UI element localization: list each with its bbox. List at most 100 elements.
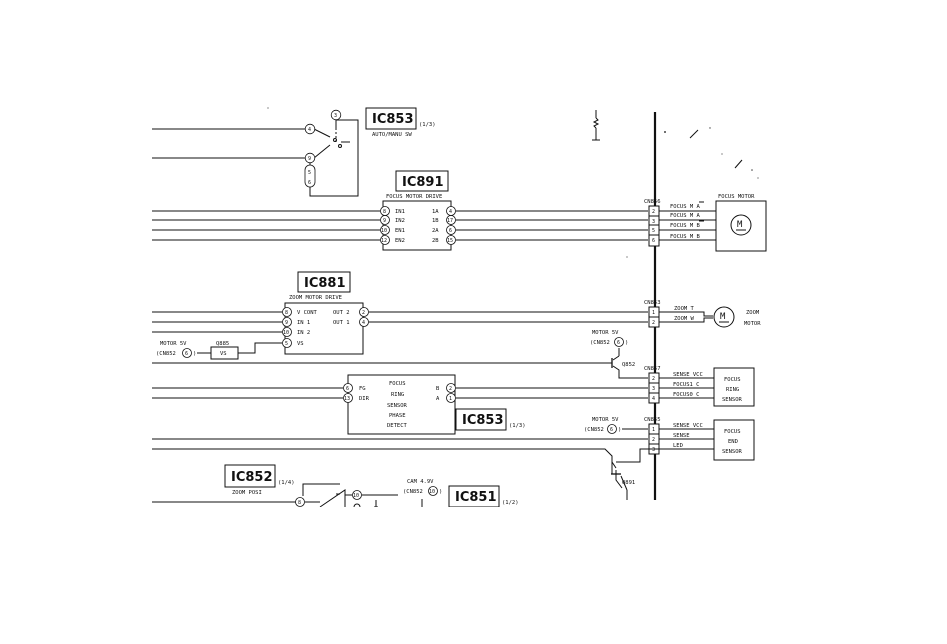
ic891-block: IC891 FOCUS MOTOR DRIVE 8 9 10 12 IN1 IN…: [152, 170, 648, 251]
ic851-unit: (1/2): [502, 500, 519, 506]
ic852-pin: 10: [353, 493, 359, 499]
ic891-out-label: 2A: [432, 228, 439, 234]
cn857-connector: CN857 2 3 4 SENSE VCC FOCUS1 C FOCUS0 C: [644, 366, 714, 404]
cn855-pin: 1: [652, 427, 655, 433]
phase-label: SENSOR: [387, 403, 408, 409]
cam-pin: 10: [429, 489, 435, 495]
ic852-title: IC852: [231, 470, 273, 485]
ic881-block: IC881 ZOOM MOTOR DRIVE 8 9 10 5 V CONT I…: [152, 271, 648, 355]
phase-detect-block: 6 13 FG DIR FOCUS RING SENSOR PHASE DETE…: [152, 374, 648, 435]
focus-ring-sensor-label: RING: [726, 387, 739, 393]
cam-conn: (CN852: [403, 489, 423, 495]
motor5v-c-close: ): [618, 427, 621, 433]
phase-left-label: FG: [359, 386, 366, 392]
ic853-top-block: IC853 (1/3) AUTO/MANU SW 3 4 9 5 6: [152, 107, 436, 197]
ic852-pin: 8: [298, 500, 301, 506]
phase-left-pin: 6: [346, 386, 349, 392]
cn856-signal: FOCUS M A: [670, 213, 700, 219]
ic891-subtitle: FOCUS MOTOR DRIVE: [386, 194, 442, 200]
ic891-out-pin: 6: [449, 228, 452, 234]
cn857-signal: SENSE VCC: [673, 372, 703, 378]
ic881-in-label: VS: [297, 341, 304, 347]
ic891-in-label: IN1: [395, 209, 405, 215]
zoom-motor-label: MOTOR: [744, 321, 761, 327]
ic891-in-label: IN2: [395, 218, 405, 224]
cn855-pin: 3: [652, 447, 655, 453]
q852-block: MOTOR 5V (CN852 6 ) Q852: [152, 330, 648, 379]
cn856-signal: FOCUS M B: [670, 234, 700, 240]
cam-close: ): [439, 489, 442, 495]
cam-supply: CAM 4.9V (CN852 10 ): [403, 479, 442, 507]
phase-label: FOCUS: [389, 381, 406, 387]
ic881-subtitle: ZOOM MOTOR DRIVE: [289, 295, 342, 301]
phase-label: PHASE: [389, 413, 406, 419]
cam-label: CAM 4.9V: [407, 479, 434, 485]
motor5v-a-label: MOTOR 5V: [160, 341, 187, 347]
motor5v-b-conn: (CN852: [590, 340, 610, 346]
cn857-pin: 3: [652, 386, 655, 392]
focus-motor-symbol: M: [737, 220, 743, 230]
phase-right-pin: 2: [449, 386, 452, 392]
crop-mask: [150, 507, 710, 644]
motor5v-c-label: MOTOR 5V: [592, 417, 619, 423]
cn856-name: CN856: [644, 199, 661, 205]
ic881-in-label: IN 2: [297, 330, 310, 336]
q852-name: Q852: [622, 362, 635, 368]
zoom-motor-label: ZOOM: [746, 310, 760, 316]
cn856-pin: 3: [652, 219, 655, 225]
ic891-in-pin: 9: [383, 218, 386, 224]
cn853-name: CN853: [644, 300, 661, 306]
cn853-signal: ZOOM W: [674, 316, 695, 322]
q891-name: Q891: [622, 480, 635, 486]
cn855-signal: LED: [673, 443, 683, 449]
ic881-in-pin: 9: [285, 320, 288, 326]
zoom-motor: M ZOOM MOTOR: [713, 306, 761, 328]
cn857-pin: 4: [652, 396, 655, 402]
motor5v-c-pin: 6: [610, 427, 613, 433]
motor5v-a-conn: (CN852: [156, 351, 176, 357]
motor5v-a-close: ): [193, 351, 196, 357]
scan-specks: [267, 107, 759, 258]
ic852-unit: (1/4): [278, 480, 295, 486]
phase-left-label: DIR: [359, 396, 370, 402]
ic851-block: IC851 (1/2): [448, 485, 519, 508]
ic881-in-pin: 8: [285, 310, 288, 316]
focus-ring-sensor: FOCUS RING SENSOR: [713, 367, 755, 407]
ic853-top-title: IC853: [372, 112, 414, 127]
cn855-block: MOTOR 5V (CN852 6 ) CN855 1 2 3 Q891 SEN…: [152, 417, 714, 500]
ic891-in-pin: 12: [381, 238, 387, 244]
cn857-signal: FOCUS0 C: [673, 392, 700, 398]
focus-motor-label: FOCUS MOTOR: [718, 194, 755, 200]
q885-name: Q885: [216, 341, 229, 347]
phase-right-label: A: [436, 396, 440, 402]
motor5v-b-label: MOTOR 5V: [592, 330, 619, 336]
cn857-signal: FOCUS1 C: [673, 382, 700, 388]
cn856-pin: 5: [652, 228, 655, 234]
ic891-out-label: 1A: [432, 209, 439, 215]
cn855-signal: SENSE: [673, 433, 690, 439]
focus-ring-sensor-label: FOCUS: [724, 377, 741, 383]
cn853-signal: ZOOM T: [674, 306, 695, 312]
ic852-block: IC852 (1/4) ZOOM POSI 8 10: [152, 464, 398, 511]
ic853-mid-block: IC853 (1/3): [455, 408, 526, 431]
phase-label: RING: [391, 392, 404, 398]
cn856-signal: FOCUS M B: [670, 223, 700, 229]
ic853-top-pin: 4: [308, 127, 311, 133]
focus-end-sensor: FOCUS END SENSOR: [713, 419, 755, 461]
ic881-in-label: V CONT: [297, 310, 318, 316]
ic891-out-pin: 4: [449, 209, 452, 215]
ic881-out-pin: 2: [362, 310, 365, 316]
focus-end-sensor-label: SENSOR: [722, 449, 743, 455]
cn856-connector: CN856 2 3 5 6 FOCUS M A FOCUS M A FOCUS …: [644, 199, 716, 247]
ic853-mid-title: IC853: [462, 413, 504, 428]
cn855-signal: SENSE VCC: [673, 423, 703, 429]
focus-motor: FOCUS MOTOR M: [715, 194, 767, 252]
phase-left-pin: 13: [344, 396, 350, 402]
ic853-top-pin: 5: [308, 170, 311, 176]
ic853-mid-unit: (1/3): [509, 423, 526, 429]
cn853-pin: 2: [652, 320, 655, 326]
ic891-in-pin: 10: [381, 228, 387, 234]
ic881-in-pin: 10: [283, 330, 289, 336]
ic891-out-label: 1B: [432, 218, 439, 224]
ic852-subtitle: ZOOM POSI: [232, 490, 262, 496]
